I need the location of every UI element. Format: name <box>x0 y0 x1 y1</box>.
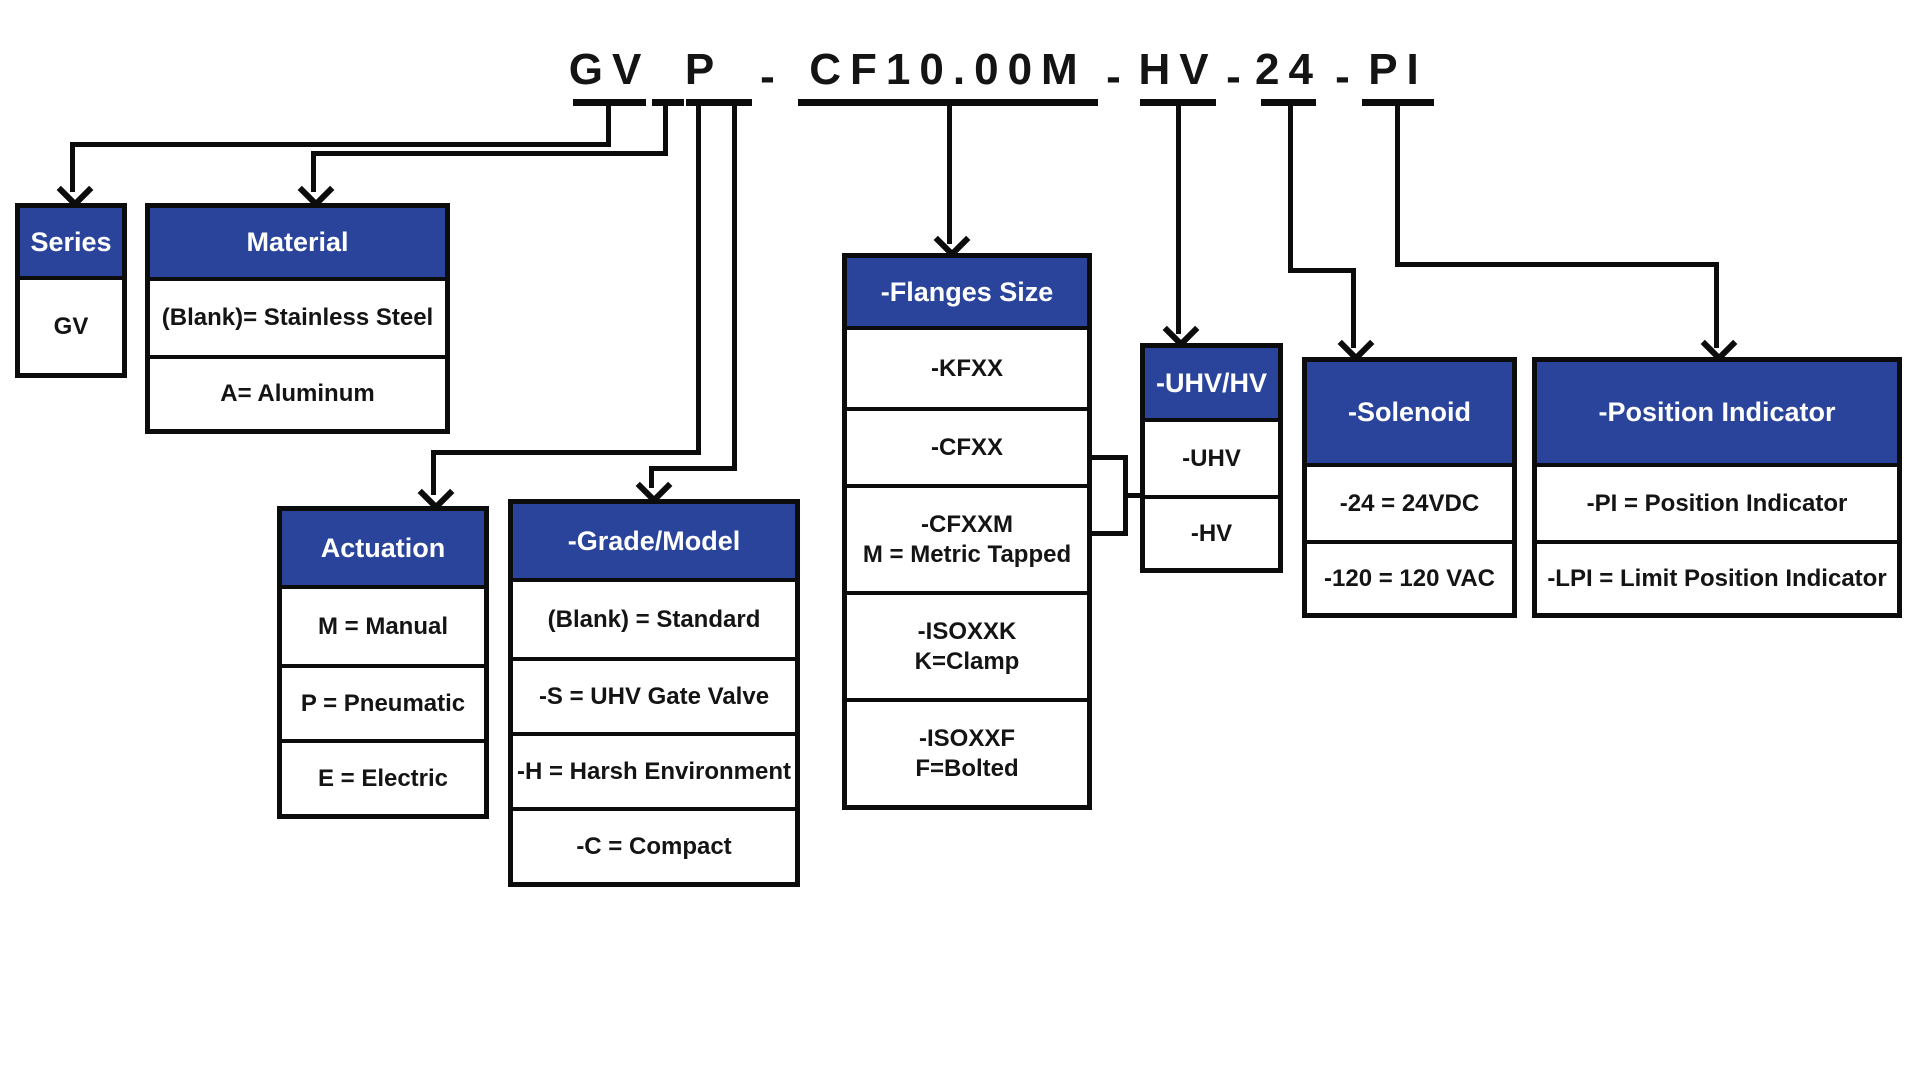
connector-grade-model <box>649 466 737 471</box>
cf-rows-bracket <box>1092 531 1128 536</box>
box-actuation-row: P = Pneumatic <box>282 664 484 739</box>
box-material-row: A= Aluminum <box>150 355 445 429</box>
box-position-indicator-row: -LPI = Limit Position Indicator <box>1537 540 1897 613</box>
connector-position <box>1395 262 1719 267</box>
title-dash-1: - <box>760 52 784 101</box>
box-position-indicator: -Position Indicator -PI = Position Indic… <box>1532 357 1902 618</box>
cf-rows-bracket <box>1092 455 1128 460</box>
box-material-row: (Blank)= Stainless Steel <box>161 304 434 331</box>
cf-rows-bracket <box>1123 455 1128 536</box>
box-flanges-size-row: -ISOXXF F=Bolted <box>847 698 1087 805</box>
title-dash-4: - <box>1335 52 1359 101</box>
box-actuation-header: Actuation <box>282 511 484 589</box>
box-flanges-size-row: -ISOXXK K=Clamp <box>847 591 1087 698</box>
box-material: Material (Blank)= Stainless Steel A= Alu… <box>145 203 450 434</box>
title-segment-actuation: P <box>685 40 722 106</box>
connector-grade-model <box>732 106 737 471</box>
box-actuation-row: M = Manual <box>317 612 449 640</box>
connector-actuation <box>696 106 701 455</box>
connector-series <box>606 106 611 147</box>
box-grade-model: -Grade/Model (Blank) = Standard -S = UHV… <box>508 499 800 887</box>
box-solenoid-header: -Solenoid <box>1307 362 1512 467</box>
connector-position <box>1714 262 1719 348</box>
box-material-header: Material <box>150 208 445 281</box>
box-position-indicator-row: -PI = Position Indicator <box>1586 489 1848 517</box>
box-position-indicator-header: -Position Indicator <box>1537 362 1897 467</box>
connector-material <box>311 151 316 192</box>
box-actuation: Actuation M = Manual P = Pneumatic E = E… <box>277 506 489 819</box>
connector-material <box>311 151 668 156</box>
title-segment-vacuum-grade: HV <box>1138 40 1216 106</box>
title-dash-2: - <box>1106 52 1130 101</box>
box-uhv-hv-header: -UHV/HV <box>1145 348 1278 422</box>
connector-actuation <box>431 450 701 455</box>
box-solenoid-row: -24 = 24VDC <box>1339 489 1480 517</box>
box-solenoid: -Solenoid -24 = 24VDC -120 = 120 VAC <box>1302 357 1517 618</box>
box-grade-model-row: -S = UHV Gate Valve <box>513 657 795 732</box>
connector-series <box>70 142 611 147</box>
title-segment-position: PI <box>1362 40 1434 106</box>
box-flanges-size-header: -Flanges Size <box>847 258 1087 330</box>
box-series: Series GV <box>15 203 127 378</box>
connector-actuation <box>431 450 436 495</box>
cf-rows-bracket <box>1128 493 1142 498</box>
box-flanges-size-row: -CFXXM M = Metric Tapped <box>847 484 1087 591</box>
connector-series <box>70 142 75 192</box>
connector-uhv-hv <box>1176 106 1181 334</box>
title-segment-grade-blank <box>722 40 752 106</box>
box-actuation-row: E = Electric <box>282 739 484 814</box>
box-grade-model-row: -C = Compact <box>513 807 795 882</box>
connector-solenoid <box>1288 268 1356 273</box>
box-series-row: GV <box>53 312 89 340</box>
title-segment-flange: CF10.00M <box>798 40 1098 106</box>
title-dash-3: - <box>1226 52 1250 101</box>
title-segment-material-blank <box>652 40 684 106</box>
box-grade-model-row: -H = Harsh Environment <box>513 732 795 807</box>
box-flanges-size-row: -KFXX <box>931 354 1003 382</box>
box-grade-model-row: (Blank) = Standard <box>547 605 761 633</box>
cell-line: -CFXXM <box>921 510 1013 538</box>
box-grade-model-header: -Grade/Model <box>513 504 795 582</box>
cell-line: -ISOXXF <box>918 724 1015 752</box>
box-flanges-size-row: -CFXX <box>847 407 1087 484</box>
box-uhv-hv-row: -UHV <box>1182 444 1241 472</box>
connector-position <box>1395 106 1400 267</box>
box-flanges-size: -Flanges Size -KFXX -CFXX -CFXXM M = Met… <box>842 253 1092 810</box>
title-segment-solenoid: 24 <box>1255 40 1316 106</box>
box-uhv-hv: -UHV/HV -UHV -HV <box>1140 343 1283 573</box>
cell-line: K=Clamp <box>914 647 1020 675</box>
connector-material <box>663 106 668 156</box>
cell-line: -ISOXXK <box>917 617 1017 645</box>
cell-line: M = Metric Tapped <box>862 540 1072 568</box>
box-uhv-hv-row: -HV <box>1145 495 1278 568</box>
title-segment-series: GV <box>569 40 646 106</box>
connector-grade-model <box>649 466 654 488</box>
box-series-header: Series <box>20 208 122 280</box>
cell-line: F=Bolted <box>915 754 1019 782</box>
connector-flanges <box>947 106 952 244</box>
box-solenoid-row: -120 = 120 VAC <box>1307 540 1512 613</box>
connector-solenoid <box>1288 106 1293 273</box>
connector-solenoid <box>1351 268 1356 348</box>
